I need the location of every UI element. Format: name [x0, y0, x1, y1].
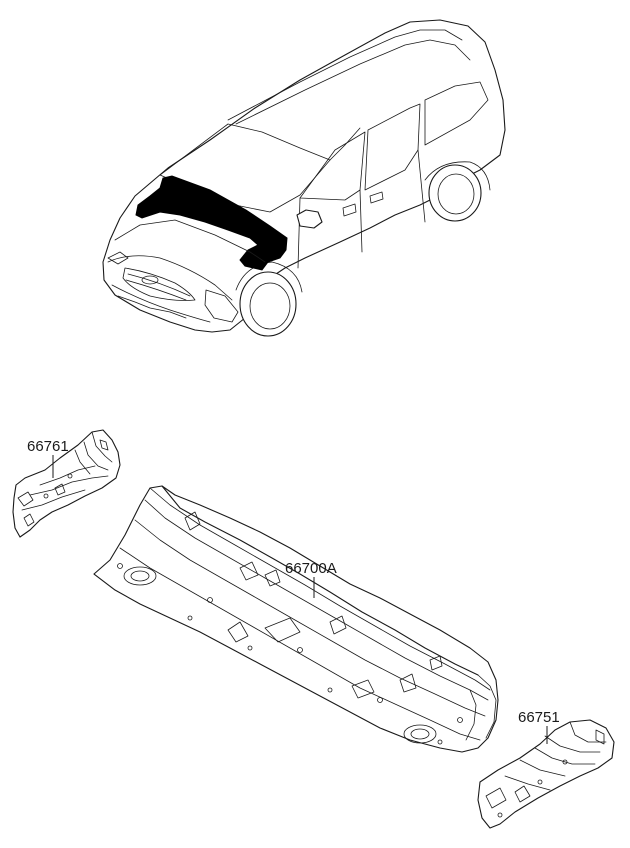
part-66751-panel	[477, 719, 615, 829]
label-66751: 66751	[518, 709, 560, 726]
part-66700A-cowl-panel	[93, 485, 499, 753]
label-66700A: 66700A	[285, 560, 337, 577]
label-66751-group: 66751	[518, 709, 560, 744]
label-66761: 66761	[27, 438, 69, 455]
label-66761-group: 66761	[27, 438, 69, 478]
part-66761-panel	[12, 429, 121, 538]
label-66700A-group: 66700A	[285, 560, 337, 598]
vehicle-illustration	[102, 19, 506, 337]
